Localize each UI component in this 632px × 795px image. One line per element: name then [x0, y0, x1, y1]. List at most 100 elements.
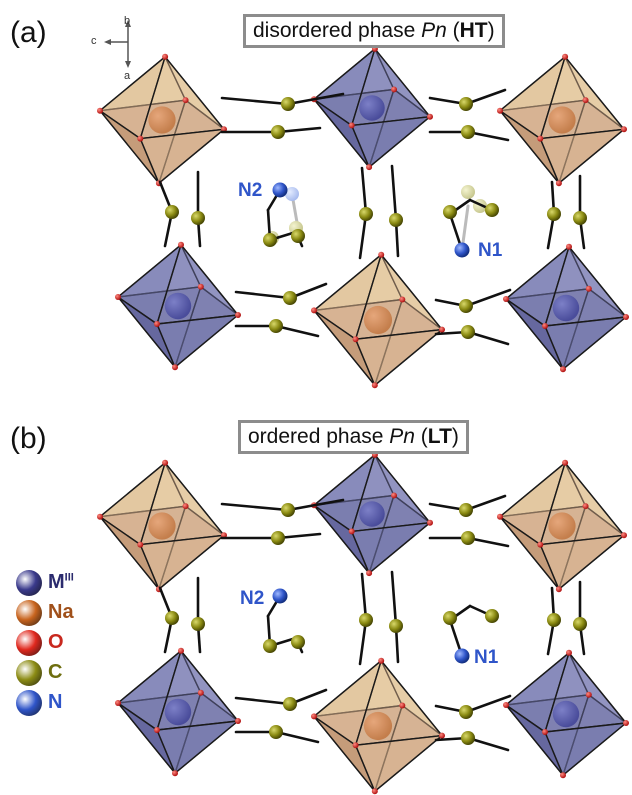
legend-sphere-m: [16, 570, 42, 596]
panel-a-octahedron-1: [311, 45, 433, 171]
panel-a-octahedron-4-center-atom: [363, 305, 393, 335]
panel-b-octahedron-0-oxygen-4: [137, 541, 144, 548]
panel-b-octahedron-3-oxygen-5: [197, 689, 204, 696]
panel-b-guest-n1-carbon-1: [443, 611, 457, 625]
panel-b-octahedron-3-oxygen-2: [115, 700, 121, 706]
panel-a-bridge-carbon-9: [573, 211, 587, 225]
panel-a-octahedron-4-oxygen-3: [439, 326, 445, 333]
panel-b-octahedron-4-oxygen-2: [311, 713, 317, 720]
panel-a-octahedron-2-oxygen-0: [562, 53, 569, 60]
panel-b-octahedron-2-oxygen-4: [537, 541, 544, 548]
panel-a-octahedron-3-oxygen-4: [154, 321, 160, 327]
panel-a-bridge-carbon-11: [269, 319, 283, 333]
panel-a-bridge-bond-6b: [358, 212, 368, 260]
panel-a-guest-n1-ghost-c1: [461, 185, 475, 199]
panel-a-octahedron-1-oxygen-1: [366, 164, 373, 171]
panel-a-octahedron-4-face-39: [354, 328, 443, 386]
panel-b-structure: [97, 451, 629, 795]
panel-b-octahedron-4-oxygen-3: [439, 732, 445, 739]
legend-item-m: MIII: [16, 568, 136, 598]
panel-a-octahedron-3-oxygen-3: [235, 312, 241, 318]
panel-a-label-n1: N1: [478, 240, 503, 261]
panel-a-octahedron-5-oxygen-5: [585, 285, 592, 292]
panel-a-octahedron-0-face-7: [139, 128, 225, 184]
panel-b-octahedron-5-oxygen-0: [566, 649, 572, 656]
panel-b-bridge-carbon-5: [191, 617, 205, 631]
panel-a-guest-n2-carbon-1: [263, 233, 277, 247]
panel-a-octahedron-0-oxygen-4: [137, 135, 144, 142]
panel-b-bridge-carbon-7: [389, 619, 403, 633]
panel-b-title: ordered phase Pn (LT): [238, 420, 469, 454]
panel-b-octahedron-3-face-79: [156, 720, 239, 774]
panel-a-octahedron-2-oxygen-5: [582, 97, 589, 104]
panel-b-bridge-bond-6a: [360, 572, 368, 622]
panel-b-octahedron-0-oxygen-0: [162, 459, 169, 466]
panel-a-octahedron-5-oxygen-3: [623, 314, 629, 320]
panel-b-bridge-carbon-9: [573, 617, 587, 631]
panel-a-octahedron-1-oxygen-3: [427, 113, 433, 120]
panel-a-bridge-carbon-12: [459, 299, 473, 313]
panel-a-title-close: ): [487, 19, 495, 42]
panel-b-octahedron-0-face-55: [139, 534, 225, 590]
panel-a-octahedron-2-oxygen-1: [555, 180, 562, 187]
panel-b-guest-n1-carbon-2: [485, 609, 499, 623]
panel-a-bridge-carbon-7: [389, 213, 403, 227]
panel-a-octahedron-3: [115, 241, 241, 371]
panel-a-bridge-carbon-6: [359, 207, 373, 221]
panel-a-octahedron-4-oxygen-5: [399, 296, 406, 303]
axis-a-head: [125, 61, 131, 68]
panel-b-title-prefix: ordered phase: [248, 425, 390, 448]
atom-legend: MIII Na O C N: [16, 568, 136, 718]
panel-a-octahedron-4-oxygen-1: [371, 382, 378, 389]
axis-indicator: [104, 20, 131, 68]
panel-a-octahedron-1-face-15: [351, 115, 431, 168]
panel-a-guest-n1-nitrogen: [454, 242, 470, 258]
panel-a-octahedron-5-face-47: [544, 316, 627, 370]
panel-a-bridge-bond-0b: [286, 92, 345, 106]
panel-a-bridge-bond-10a: [234, 290, 292, 300]
legend-item-c: C: [16, 658, 136, 688]
panel-a-octahedron-2-oxygen-3: [621, 126, 627, 133]
panel-a-label-n2: N2: [238, 180, 263, 201]
panel-b-octahedron-5: [503, 649, 629, 779]
panel-b-octahedron-3-oxygen-3: [235, 718, 241, 724]
panel-a-title-phase: HT: [459, 19, 488, 42]
panel-b-octahedron-2-oxygen-2: [497, 513, 503, 520]
legend-item-n: N: [16, 688, 136, 718]
panel-b-bridge-carbon-6: [359, 613, 373, 627]
panel-a-guest-n1-carbon-1: [443, 205, 457, 219]
panel-b-bridge-carbon-11: [269, 725, 283, 739]
panel-a-guest-n2-carbon-2: [291, 229, 305, 243]
panel-a-bridge-carbon-3: [461, 125, 475, 139]
panel-b-octahedron-1-oxygen-4: [348, 528, 355, 535]
panel-a-bridge-bond-1b: [276, 126, 322, 134]
legend-item-o: O: [16, 628, 136, 658]
panel-a-octahedron-3-oxygen-5: [197, 283, 204, 290]
panel-b-title-phase: LT: [427, 425, 452, 448]
panel-b-octahedron-5-oxygen-3: [623, 720, 629, 726]
panel-a-bridge-carbon-2: [459, 97, 473, 111]
panel-b-octahedron-2-oxygen-3: [621, 532, 627, 539]
panel-b-bridge-bond-0a: [220, 502, 290, 512]
panel-a-guest-n1-carbon-2: [485, 203, 499, 217]
panel-a-bridge-bond-6a: [360, 166, 368, 216]
panel-a-octahedron-3-face-31: [156, 314, 239, 368]
panel-a-guest-n2-ghost-n: [285, 187, 299, 201]
panel-a-octahedron-2-oxygen-4: [537, 135, 544, 142]
panel-a-octahedron-2-center-atom: [548, 106, 576, 134]
panel-b-bridge-carbon-0: [281, 503, 295, 517]
panel-a-bridge-bond-11b: [274, 324, 320, 338]
panel-a-octahedron-5-oxygen-4: [542, 323, 548, 329]
panel-b-octahedron-1-center-atom: [359, 501, 385, 527]
legend-text-na: Na: [48, 601, 74, 623]
panel-a-title-prefix: disordered phase: [253, 19, 422, 42]
panel-b-bridge-carbon-8: [547, 613, 561, 627]
panel-b-octahedron-1-face-63: [351, 522, 431, 574]
panel-b-bridge-bond-1b: [276, 532, 322, 540]
panel-a-octahedron-1-oxygen-4: [348, 122, 355, 129]
legend-sphere-na: [16, 600, 42, 626]
panel-a-octahedron-0: [97, 53, 227, 187]
panel-b-octahedron-2-center-atom: [548, 512, 576, 540]
panel-a-octahedron-0-oxygen-2: [97, 107, 103, 114]
panel-b-octahedron-4-oxygen-4: [352, 742, 359, 749]
